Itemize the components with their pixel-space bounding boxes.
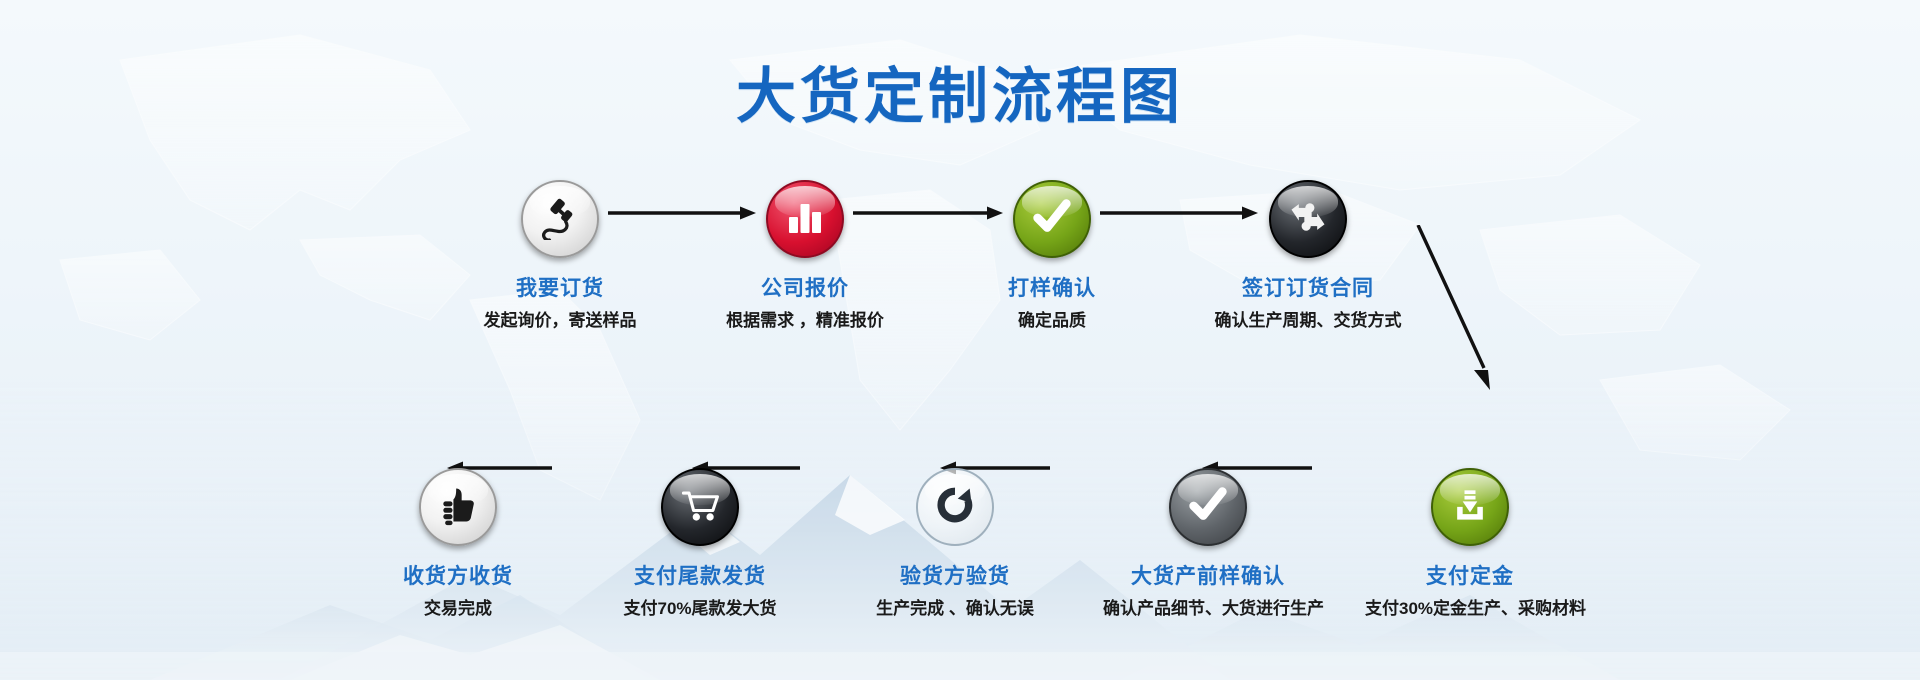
step-6-label: 大货产前样确认 bbox=[1131, 565, 1285, 588]
step-9-description: 交易完成 bbox=[424, 599, 492, 618]
step-2-label: 公司报价 bbox=[761, 277, 849, 300]
step-3-badge[interactable] bbox=[1013, 180, 1091, 258]
step-8-label: 支付尾款发货 bbox=[634, 565, 766, 588]
bar-chart-icon bbox=[785, 197, 825, 242]
step-1-description: 发起询价，寄送样品 bbox=[483, 311, 637, 330]
step-5-badge[interactable] bbox=[1431, 468, 1509, 546]
step-7-label: 验货方验货 bbox=[900, 565, 1010, 588]
flow-step-6[interactable]: 大货产前样确认确认产品细节、大货进行生产 bbox=[1103, 468, 1324, 619]
step-6-badge[interactable] bbox=[1169, 468, 1247, 546]
flow-step-9[interactable]: 收货方收货交易完成 bbox=[353, 468, 563, 619]
flow-step-4[interactable]: 签订订货合同确认生产周期、交货方式 bbox=[1203, 180, 1413, 331]
refresh-icon bbox=[933, 483, 977, 532]
flow-step-8[interactable]: 支付尾款发货支付70%尾款发大货 bbox=[595, 468, 805, 619]
step-5-description: 支付30%定金生产、采购材料 bbox=[1365, 599, 1587, 618]
flow-step-1[interactable]: 我要订货发起询价，寄送样品 bbox=[455, 180, 665, 331]
step-1-label: 我要订货 bbox=[516, 277, 604, 300]
exchange-arrows-icon bbox=[1286, 195, 1330, 244]
world-map-watermark bbox=[59, 34, 1791, 501]
step-3-label: 打样确认 bbox=[1008, 277, 1096, 300]
step-9-badge[interactable] bbox=[419, 468, 497, 546]
page-title: 大货定制流程图 bbox=[736, 62, 1184, 132]
arrow-step4-to-step5 bbox=[1410, 225, 1530, 390]
shopping-cart-icon bbox=[678, 483, 722, 532]
step-1-badge[interactable] bbox=[521, 180, 599, 258]
arrow-step3-to-step4 bbox=[1100, 203, 1258, 223]
step-8-description: 支付70%尾款发大货 bbox=[623, 599, 777, 618]
step-7-description: 生产完成 、确认无误 bbox=[876, 599, 1034, 618]
step-4-description: 确认生产周期、交货方式 bbox=[1214, 311, 1402, 330]
step-6-description: 确认产品细节、大货进行生产 bbox=[1103, 599, 1324, 618]
step-2-description: 根据需求 ，精准报价 bbox=[726, 311, 884, 330]
step-7-badge[interactable] bbox=[916, 468, 994, 546]
step-8-badge[interactable] bbox=[661, 468, 739, 546]
step-3-description: 确定品质 bbox=[1018, 311, 1086, 330]
step-5-label: 支付定金 bbox=[1426, 565, 1514, 588]
step-2-badge[interactable] bbox=[766, 180, 844, 258]
flow-step-2[interactable]: 公司报价根据需求 ，精准报价 bbox=[700, 180, 910, 331]
phone-handset-icon bbox=[537, 194, 583, 245]
check-mark-icon bbox=[1029, 194, 1075, 245]
step-4-label: 签订订货合同 bbox=[1242, 277, 1374, 300]
arrow-step1-to-step2 bbox=[608, 203, 756, 223]
step-9-label: 收货方收货 bbox=[403, 565, 513, 588]
thumbs-up-icon bbox=[436, 483, 480, 532]
download-tray-icon bbox=[1448, 483, 1492, 532]
check-mark-icon bbox=[1185, 482, 1231, 533]
arrow-step2-to-step3 bbox=[853, 203, 1003, 223]
flow-step-3[interactable]: 打样确认确定品质 bbox=[947, 180, 1157, 331]
flow-step-7[interactable]: 验货方验货生产完成 、确认无误 bbox=[850, 468, 1060, 619]
flow-step-5[interactable]: 支付定金支付30%定金生产、采购材料 bbox=[1365, 468, 1587, 619]
step-4-badge[interactable] bbox=[1269, 180, 1347, 258]
